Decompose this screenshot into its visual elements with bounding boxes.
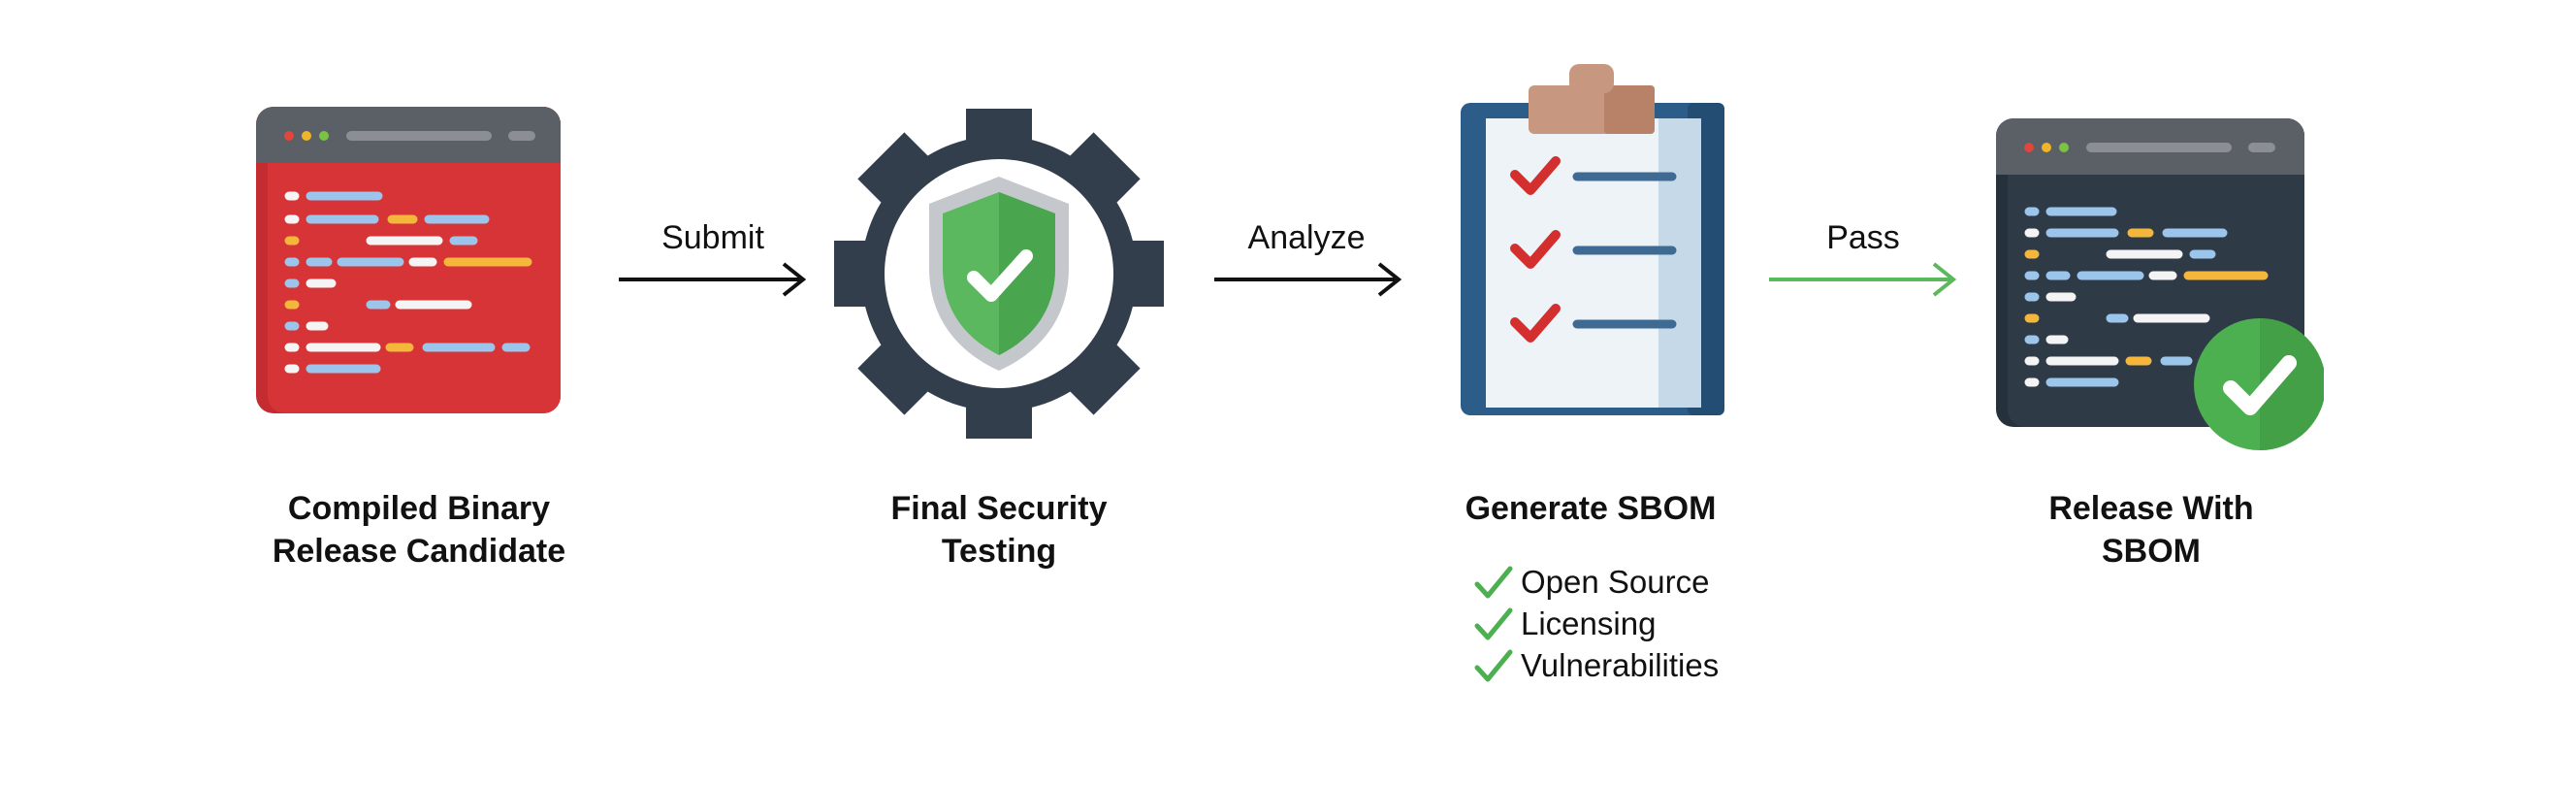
step-2-title: Final Security Testing: [795, 487, 1203, 573]
list-item-label: Vulnerabilities: [1521, 646, 1720, 683]
step-2-title-line1: Final Security: [890, 490, 1108, 527]
step-final-security-testing: [832, 107, 1166, 441]
code-window-red-icon: [256, 107, 561, 413]
list-item-label: Licensing: [1521, 605, 1657, 641]
list-item-label: Open Source: [1521, 563, 1710, 600]
step-4-title-line2: SBOM: [2102, 533, 2201, 570]
step-1-title: Compiled Binary Release Candidate: [215, 487, 623, 573]
step-1-title-line2: Release Candidate: [272, 533, 566, 570]
list-item: Vulnerabilities: [1474, 644, 1765, 686]
check-icon: [1474, 607, 1513, 639]
arrow-right-icon: [1214, 262, 1402, 297]
step-3-title: Generate SBOM: [1465, 490, 1717, 527]
clipboard-checklist-icon: [1461, 64, 1724, 415]
step-1-title-line1: Compiled Binary: [287, 490, 551, 527]
step-2-title-line2: Testing: [941, 533, 1057, 570]
step-4-title: Release With SBOM: [1948, 487, 2355, 573]
code-window-dark-check-icon: [1996, 118, 2326, 450]
check-icon: [1474, 649, 1513, 681]
list-item: Open Source: [1474, 561, 1765, 603]
arrow-right-green-icon: [1769, 262, 1957, 297]
check-badge-icon: [2194, 318, 2326, 450]
arrow-right-icon: [619, 262, 807, 297]
step-release-with-sbom: [1994, 115, 2326, 454]
check-icon: [1474, 566, 1513, 598]
step-4-title-line1: Release With: [2048, 490, 2254, 527]
step-compiled-binary: [254, 105, 564, 415]
arrow-2-label: Analyze: [1247, 219, 1366, 256]
arrow-1-label: Submit: [661, 219, 764, 256]
arrow-3-label: Pass: [1826, 219, 1900, 256]
sbom-checklist: Open Source Licensing Vulnerabilities: [1474, 561, 1765, 686]
list-item: Licensing: [1474, 603, 1765, 644]
gear-shield-check-icon: [832, 107, 1166, 441]
step-generate-sbom: [1459, 60, 1730, 419]
